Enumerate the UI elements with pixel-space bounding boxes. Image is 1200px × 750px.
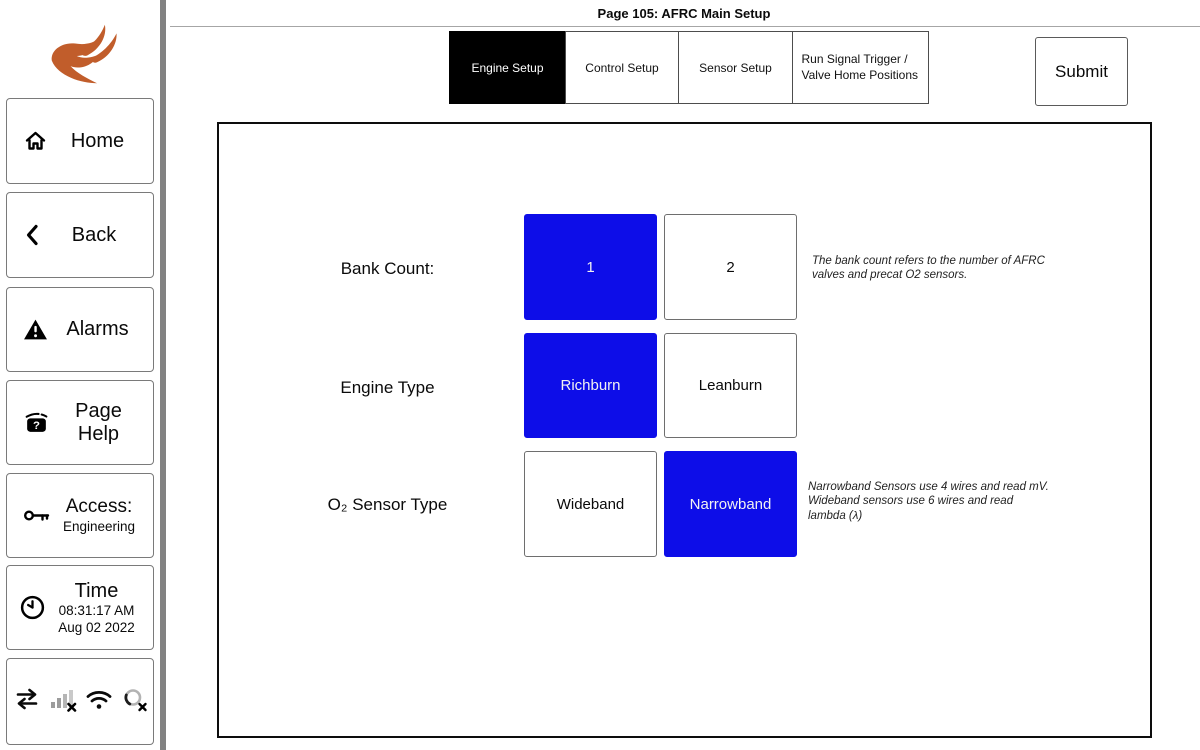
swap-arrows-icon [13, 686, 41, 717]
back-label: Back [71, 223, 117, 246]
setup-tab-bar: Engine Setup Control Setup Sensor Setup … [449, 31, 929, 104]
bank-count-option-1[interactable]: 1 [524, 214, 657, 320]
tab-engine-setup[interactable]: Engine Setup [449, 31, 566, 104]
o2-sensor-type-label: O₂ Sensor Type [327, 495, 448, 514]
time-text: Time 08:31:17 AM Aug 02 2022 [46, 579, 147, 635]
wifi-icon [85, 687, 113, 716]
flame-logo [44, 18, 122, 94]
clock-icon [19, 594, 46, 621]
date-value: Aug 02 2022 [58, 619, 135, 635]
bank-count-note: The bank count refers to the number of A… [812, 255, 1045, 282]
access-button[interactable]: Access: Engineering [6, 473, 154, 558]
alarms-button[interactable]: Alarms [6, 287, 154, 372]
flame-logo-graphic [51, 24, 117, 84]
tab-run-signal-trigger[interactable]: Run Signal Trigger / Valve Home Position… [792, 31, 929, 104]
page-help-icon: ? [23, 410, 50, 435]
connectivity-status-panel [6, 658, 154, 745]
alarms-label: Alarms [66, 318, 129, 340]
time-value: 08:31:17 AM [58, 603, 135, 619]
chevron-left-icon [23, 223, 41, 247]
svg-text:?: ? [33, 420, 40, 432]
o2-sensor-note: Narrowband Sensors use 4 wires and read … [808, 481, 1049, 522]
access-text: Access: Engineering [51, 496, 147, 535]
tab-sensor-setup[interactable]: Sensor Setup [678, 31, 793, 104]
cellular-signal-off-icon [48, 686, 78, 717]
tab-control-setup[interactable]: Control Setup [565, 31, 679, 104]
submit-button[interactable]: Submit [1035, 37, 1128, 106]
home-label: Home [70, 129, 125, 152]
header-rule [170, 26, 1200, 27]
bank-count-option-2[interactable]: 2 [664, 214, 797, 320]
o2-sensor-option-wideband[interactable]: Wideband [524, 451, 657, 557]
page-help-label: Page Help [75, 399, 122, 445]
page-title: Page 105: AFRC Main Setup [597, 6, 771, 21]
alarm-warning-icon [23, 318, 48, 341]
home-icon [23, 129, 48, 153]
access-label: Access: [65, 496, 133, 517]
back-button[interactable]: Back [6, 192, 154, 278]
sidebar-divider [160, 0, 166, 750]
engine-type-option-richburn[interactable]: Richburn [524, 333, 657, 438]
bank-count-label: Bank Count: [340, 259, 435, 278]
engine-type-option-leanburn[interactable]: Leanburn [664, 333, 797, 438]
engine-type-label: Engine Type [340, 378, 435, 397]
page-help-button[interactable]: ? Page Help [6, 380, 154, 465]
access-level: Engineering [62, 518, 136, 534]
home-button[interactable]: Home [6, 98, 154, 184]
time-label: Time [74, 580, 119, 603]
time-button[interactable]: Time 08:31:17 AM Aug 02 2022 [6, 565, 154, 650]
key-icon [23, 506, 51, 525]
o2-sensor-option-narrowband[interactable]: Narrowband [664, 451, 797, 557]
gps-off-icon [120, 686, 148, 717]
